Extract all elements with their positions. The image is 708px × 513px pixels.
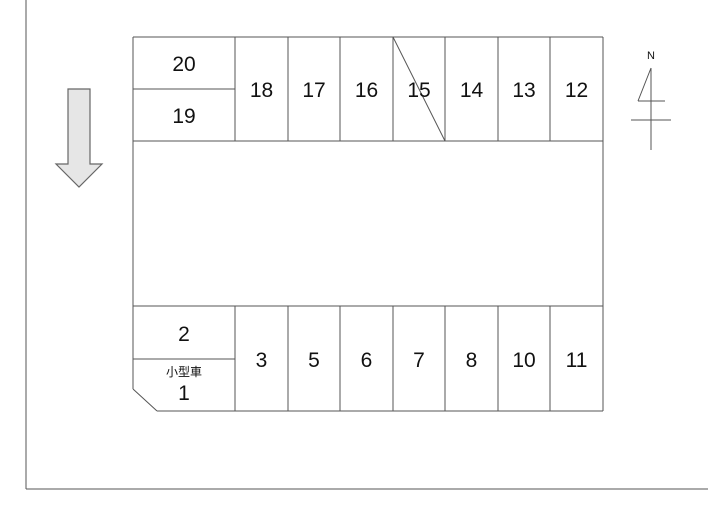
bottom-row-dividers [234, 306, 551, 411]
space-label-7: 7 [413, 349, 425, 372]
space-label-3: 3 [256, 349, 268, 372]
site-boundary [25, 0, 708, 490]
space-label-19: 19 [172, 105, 195, 128]
top-row-labels: 18 17 16 15 14 13 12 [250, 79, 588, 102]
space-label-17: 17 [302, 79, 325, 102]
space-label-16: 16 [355, 79, 378, 102]
top-row-dividers [234, 37, 551, 141]
space-label-12: 12 [565, 79, 588, 102]
space-label-10: 10 [512, 349, 535, 372]
space-label-14: 14 [460, 79, 484, 102]
space-label-1: 1 [178, 382, 190, 405]
space-label-8: 8 [466, 349, 478, 372]
space-label-18: 18 [250, 79, 273, 102]
space-label-11: 11 [566, 349, 588, 372]
space-label-2: 2 [178, 323, 190, 346]
space-label-15: 15 [407, 79, 430, 102]
space-label-6: 6 [361, 349, 373, 372]
space-label-20: 20 [172, 53, 195, 76]
space-label-13: 13 [512, 79, 535, 102]
small-car-label: 小型車 [166, 365, 202, 379]
bottom-row-labels: 3 5 6 7 8 10 11 [256, 349, 588, 372]
north-compass-icon: N [631, 50, 671, 150]
lot-outline [132, 36, 604, 412]
down-arrow-icon [54, 88, 104, 188]
unavailable-space-slash [392, 36, 446, 142]
space-label-5: 5 [308, 349, 320, 372]
compass-north-label: N [647, 50, 655, 62]
